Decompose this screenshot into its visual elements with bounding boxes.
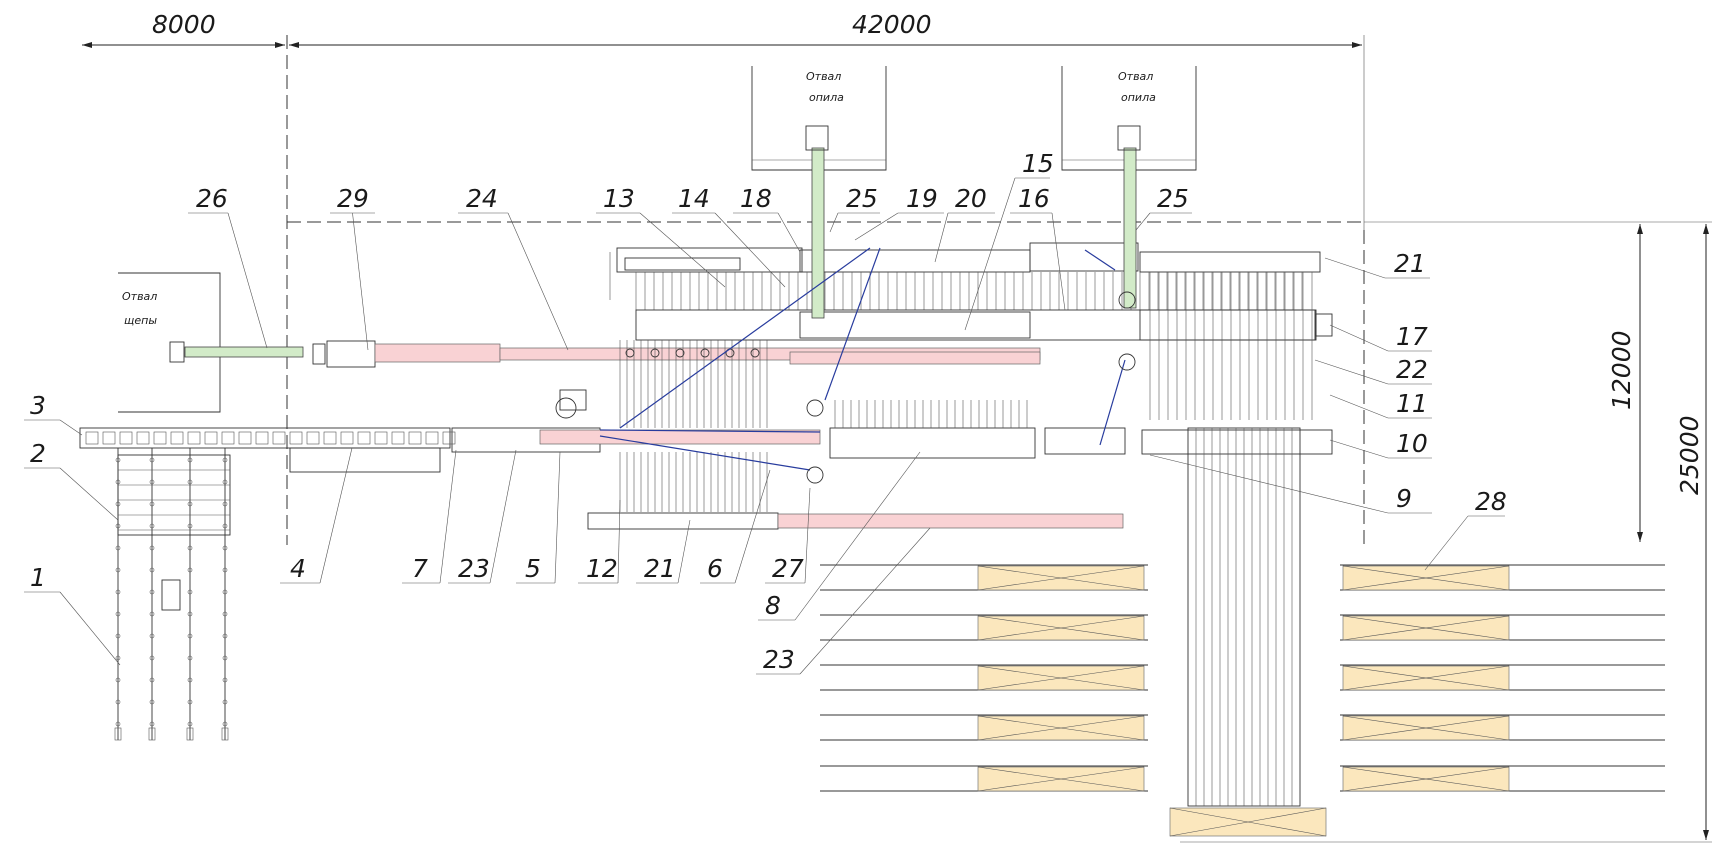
dim-left-width: 8000 <box>152 10 216 39</box>
callout-c28: 28 <box>1475 487 1507 516</box>
callout-c4: 4 <box>290 554 306 583</box>
dump-3-line2: щепы <box>124 314 157 327</box>
callout-c16: 16 <box>1018 184 1050 213</box>
callout-c7: 7 <box>412 554 428 583</box>
dump-2-line1: Отвал <box>1118 70 1153 83</box>
callout-c23b: 23 <box>763 645 795 674</box>
board-stacks <box>820 564 1665 792</box>
dim-main-width: 42000 <box>852 10 932 39</box>
callout-c22: 22 <box>1396 355 1428 384</box>
callout-c21a: 21 <box>1394 249 1426 278</box>
sawdust-elevator-1 <box>805 125 829 319</box>
callout-c10: 10 <box>1396 429 1428 458</box>
callout-c15: 15 <box>1022 149 1054 178</box>
callout-c5: 5 <box>525 554 541 583</box>
transmission-lines <box>599 247 1126 471</box>
lower-main-line <box>451 427 1333 459</box>
dump-3-line1: Отвал <box>122 290 157 303</box>
dim-height-inner: 12000 <box>1607 330 1636 410</box>
callout-c14: 14 <box>678 184 710 213</box>
upper-main-line <box>635 309 1333 341</box>
callout-c25b: 25 <box>1157 184 1189 213</box>
callout-c27: 27 <box>772 554 804 583</box>
callout-c2: 2 <box>30 439 46 468</box>
log-infeed-conveyor <box>79 427 456 473</box>
sawdust-dump-2: Отвал опила <box>1061 66 1197 171</box>
drive-pulleys <box>555 291 1136 484</box>
callout-c17: 17 <box>1396 322 1428 351</box>
callout-c18: 18 <box>740 184 772 213</box>
callout-c8: 8 <box>765 591 781 620</box>
callout-c24: 24 <box>466 184 498 213</box>
callout-c20: 20 <box>955 184 987 213</box>
dump-2-line2: опила <box>1121 91 1156 104</box>
sawdust-elevator-2 <box>1117 125 1141 309</box>
chip-conveyor <box>169 340 376 368</box>
waste-conveyor-pink <box>374 343 1041 365</box>
callout-c3: 3 <box>30 391 46 420</box>
callout-c26: 26 <box>196 184 228 213</box>
callout-c6: 6 <box>707 554 723 583</box>
sorting-chain-area <box>619 272 1313 512</box>
callout-c11: 11 <box>1396 389 1428 418</box>
log-deck <box>114 448 231 741</box>
callout-c13: 13 <box>603 184 635 213</box>
callout-c23a: 23 <box>458 554 490 583</box>
upper-transverse-chains <box>635 272 1303 310</box>
bottom-waste-conveyor <box>587 512 1124 530</box>
callout-c9: 9 <box>1396 484 1412 513</box>
dimension-lines <box>82 35 1712 843</box>
callout-c25a: 25 <box>846 184 878 213</box>
callout-c21b: 21 <box>644 554 676 583</box>
callout-c12: 12 <box>586 554 618 583</box>
callout-leaders <box>24 177 1505 675</box>
dim-height-total: 25000 <box>1675 415 1704 495</box>
callout-c1: 1 <box>30 563 46 592</box>
upper-cross-conveyor <box>609 242 1321 300</box>
callout-c19: 19 <box>906 184 938 213</box>
dump-1-line2: опила <box>809 91 844 104</box>
vertical-sorting-conveyor <box>1169 427 1327 837</box>
chip-dump: Отвал щепы <box>118 272 221 413</box>
dump-1-line1: Отвал <box>806 70 841 83</box>
callout-c29: 29 <box>337 184 369 213</box>
